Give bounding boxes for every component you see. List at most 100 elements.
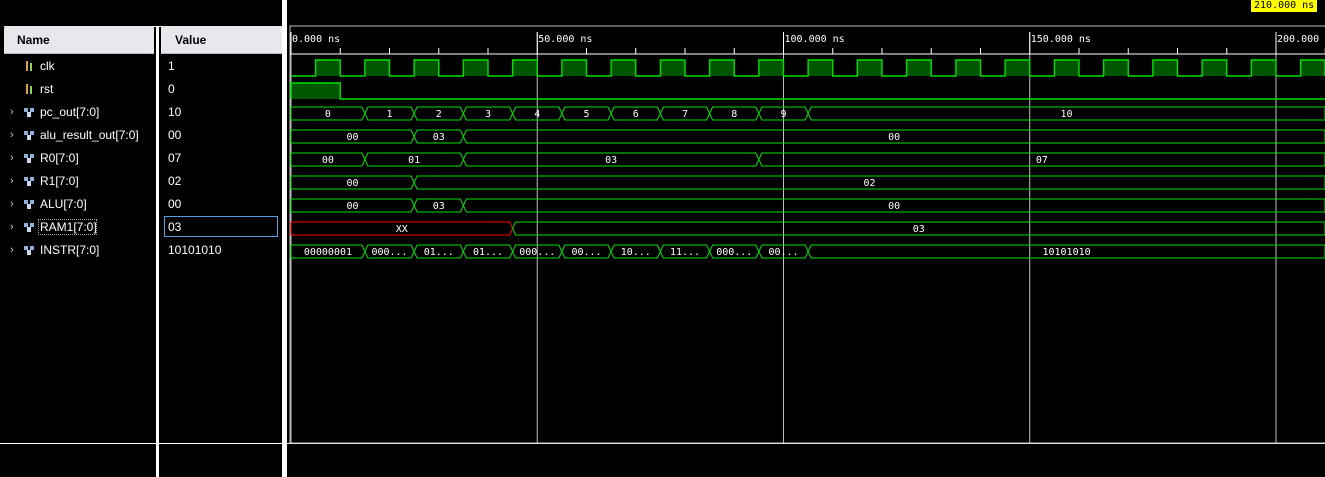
clk-high-fill <box>463 60 488 76</box>
signal-name: pc_out[7:0] <box>40 105 100 119</box>
signal-value: 10 <box>168 105 182 119</box>
bus-value-label: 10... <box>621 247 651 258</box>
signal-row-r1[interactable]: ›R1[7:0]02 <box>0 171 284 194</box>
clk-high-fill <box>1103 60 1129 76</box>
time-tick-label: 200.000 <box>1277 34 1319 45</box>
pane-splitter[interactable] <box>282 0 287 477</box>
signal-value: 03 <box>168 220 182 234</box>
value-column-header[interactable]: Value <box>161 26 282 54</box>
bus-value-label: 3 <box>485 109 491 120</box>
bus-segment <box>413 175 1325 190</box>
signal-row-pc_out[interactable]: › pc_out[7:0] 10 <box>0 102 284 125</box>
bus-signal-icon <box>24 223 34 232</box>
waveform-frame <box>289 25 1325 444</box>
bus-value-label: 5 <box>583 109 589 120</box>
signal-name: INSTR[7:0] <box>40 243 100 257</box>
clk-high-fill <box>1054 60 1079 76</box>
cursor-time-label[interactable]: 210.000 ns <box>1251 0 1318 12</box>
bus-value-label: 03 <box>913 224 925 235</box>
clk-high-fill <box>955 60 981 76</box>
signal-value: 0 <box>168 82 175 96</box>
bus-value-label: 01... <box>473 247 503 258</box>
clk-high-fill <box>364 60 390 76</box>
rst-high-fill <box>291 83 341 99</box>
clk-high-fill <box>709 60 735 76</box>
bus-value-label: 03 <box>605 155 617 166</box>
signal-row-clk[interactable]: clk 1 <box>0 56 284 79</box>
signal-name: R1[7:0] <box>40 174 79 188</box>
bus-value-label: 02 <box>864 178 876 189</box>
bus-value-label: 000... <box>519 247 555 258</box>
clk-high-fill <box>906 60 932 76</box>
bus-value-label: 00 <box>888 132 900 143</box>
clk-high-fill <box>808 60 833 76</box>
time-tick-label: 50.000 ns <box>538 34 592 45</box>
bus-segment <box>462 198 1325 213</box>
signal-name: clk <box>40 59 55 73</box>
signal-name: alu_result_out[7:0] <box>40 128 139 142</box>
bus-value-label: 7 <box>682 109 688 120</box>
time-tick-label: 150.000 ns <box>1031 34 1091 45</box>
column-divider[interactable] <box>156 26 159 477</box>
bus-value-label: 00000001 <box>304 247 352 258</box>
clk-high-fill <box>1202 60 1227 76</box>
clk-high-fill <box>660 60 685 76</box>
bus-value-label: 2 <box>436 109 442 120</box>
bus-value-label: 00 <box>347 201 359 212</box>
signal-value: 00 <box>168 128 182 142</box>
rst-waveform <box>290 82 1325 100</box>
bus-value-label: 0 <box>325 109 331 120</box>
expand-chevron-icon[interactable]: › <box>10 152 14 164</box>
time-tick-label: 100.000 ns <box>785 34 845 45</box>
bus-value-label: 01... <box>424 247 454 258</box>
bit-signal-icon <box>26 61 32 71</box>
bus-segment <box>758 152 1325 167</box>
bus-value-label: 00... <box>571 247 601 258</box>
bus-value-label: 9 <box>780 109 786 120</box>
signal-row-instr[interactable]: ›INSTR[7:0]10101010 <box>0 240 284 263</box>
bus-value-label: XX <box>396 224 408 235</box>
clk-high-fill <box>512 60 538 76</box>
expand-chevron-icon[interactable]: › <box>10 175 14 187</box>
clk-high-fill <box>561 60 587 76</box>
bus-value-label: 00... <box>768 247 798 258</box>
clk-high-fill <box>1152 60 1178 76</box>
bus-value-label: 000... <box>371 247 407 258</box>
time-tick-label: 0.000 ns <box>292 34 340 45</box>
bus-signal-icon <box>24 154 34 163</box>
bus-value-label: 10101010 <box>1042 247 1090 258</box>
expand-chevron-icon[interactable]: › <box>10 244 14 256</box>
signal-row-r0[interactable]: ›R0[7:0]07 <box>0 148 284 171</box>
signal-row-alu_result_out[interactable]: › alu_result_out[7:0] 00 <box>0 125 284 148</box>
expand-chevron-icon[interactable]: › <box>10 106 14 118</box>
expand-chevron-icon[interactable]: › <box>10 221 14 233</box>
clk-high-fill <box>1251 60 1276 76</box>
bus-value-label: 000... <box>716 247 752 258</box>
bus-segment <box>807 244 1325 259</box>
bus-value-label: 1 <box>386 109 392 120</box>
bus-signal-icon <box>24 246 34 255</box>
name-column-header[interactable]: Name <box>4 26 154 54</box>
bus-value-label: 00 <box>322 155 334 166</box>
clk-high-fill <box>758 60 784 76</box>
bus-value-label: 8 <box>731 109 737 120</box>
bus-value-label: 11... <box>670 247 700 258</box>
bus-signal-icon <box>24 200 34 209</box>
bus-signal-icon <box>24 177 34 186</box>
signal-value: 00 <box>168 197 182 211</box>
bus-value-label: 00 <box>888 201 900 212</box>
signal-name: RAM1[7:0] <box>40 220 97 234</box>
bus-value-label: 00 <box>347 178 359 189</box>
signal-value: 1 <box>168 59 175 73</box>
bus-value-label: 07 <box>1036 155 1048 166</box>
bus-value-label: 4 <box>534 109 540 120</box>
signal-row-ram1[interactable]: › RAM1[7:0] 03 <box>0 217 284 240</box>
expand-chevron-icon[interactable]: › <box>10 198 14 210</box>
expand-chevron-icon[interactable]: › <box>10 129 14 141</box>
signal-row-alu[interactable]: › ALU[7:0] 00 <box>0 194 284 217</box>
signal-name: ALU[7:0] <box>40 197 87 211</box>
bus-segment <box>807 106 1325 121</box>
